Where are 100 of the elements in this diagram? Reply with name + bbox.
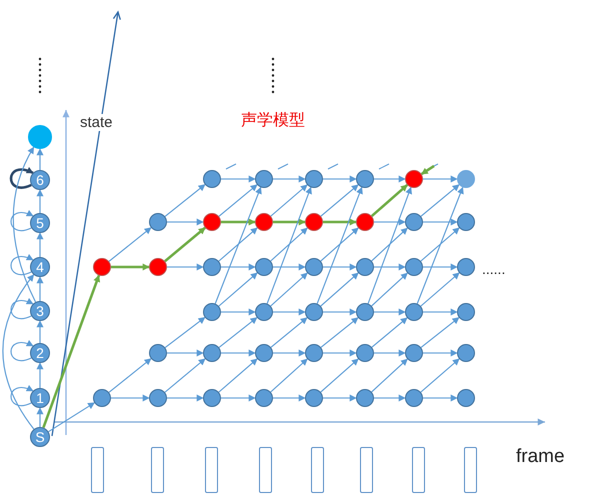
arrow	[270, 272, 308, 306]
arrow	[273, 350, 306, 356]
arrow	[323, 264, 357, 270]
arrow	[420, 164, 435, 176]
arrow	[221, 218, 256, 226]
arrow	[10, 167, 34, 189]
arrow	[320, 184, 359, 217]
arrow	[218, 358, 258, 393]
arrow	[108, 227, 152, 262]
arrow	[423, 218, 458, 226]
arrow	[323, 176, 357, 182]
state-circle	[149, 258, 167, 276]
state-circle	[405, 303, 423, 321]
arrow	[167, 394, 204, 402]
arrow	[10, 254, 34, 276]
arrow	[368, 186, 412, 304]
state-circle	[405, 170, 423, 188]
state-circle	[255, 344, 273, 362]
arrow	[320, 228, 359, 262]
state-circle	[356, 258, 374, 276]
arrow	[36, 362, 44, 388]
arrow	[164, 317, 206, 348]
arrow	[36, 189, 44, 213]
arrow	[270, 358, 308, 392]
state-circle	[305, 303, 323, 321]
arrow	[270, 184, 308, 217]
arrow	[423, 264, 458, 270]
state-circle	[305, 213, 323, 231]
arrow	[273, 264, 306, 270]
arrow	[374, 394, 406, 402]
state-circle	[203, 258, 221, 276]
arrow	[221, 176, 256, 182]
arrow	[420, 358, 460, 393]
arrow	[420, 272, 460, 307]
frame-box	[90, 447, 104, 493]
arrow	[167, 218, 204, 226]
arrow	[221, 394, 256, 402]
arrow	[273, 394, 306, 402]
state-circle	[305, 389, 323, 407]
arrow	[420, 227, 460, 262]
frame-box	[464, 447, 476, 493]
arrow	[416, 186, 464, 304]
state-circle: S	[30, 427, 50, 447]
arrow	[374, 308, 406, 316]
arrow	[320, 272, 359, 306]
arrow	[323, 350, 357, 356]
arrow	[323, 308, 357, 316]
arrow	[218, 184, 258, 217]
arrow	[374, 264, 406, 270]
arrow	[48, 402, 95, 432]
state-circle	[255, 258, 273, 276]
axis-label: state	[78, 114, 115, 131]
arrow	[36, 276, 44, 301]
arrow	[423, 350, 458, 356]
arrow	[214, 186, 262, 304]
arrow	[372, 317, 408, 348]
arrow	[167, 264, 204, 270]
model-title: 声学模型	[241, 113, 305, 129]
state-circle	[255, 389, 273, 407]
state-circle	[356, 170, 374, 188]
state-circle	[255, 303, 273, 321]
arrow	[420, 317, 460, 348]
arrow	[218, 272, 258, 307]
state-circle	[405, 258, 423, 276]
arrow	[218, 227, 258, 262]
state-circle	[203, 389, 221, 407]
arrow	[370, 184, 408, 218]
state-circle	[356, 389, 374, 407]
arrow	[423, 176, 458, 182]
state-circle	[457, 170, 475, 188]
state-circle	[149, 344, 167, 362]
state-circle	[255, 170, 273, 188]
state-circle	[457, 389, 475, 407]
state-circle	[203, 303, 221, 321]
arrow	[273, 176, 306, 182]
arrow	[273, 218, 306, 226]
arrow	[36, 232, 44, 257]
arrow	[111, 264, 150, 270]
arrow	[371, 272, 408, 306]
state-circle: 1	[30, 388, 50, 408]
state-circle	[305, 170, 323, 188]
frame-box	[258, 447, 272, 493]
ellipsis-text: ......	[482, 262, 506, 276]
arrow	[270, 228, 308, 262]
state-circle	[203, 344, 221, 362]
arrow	[270, 317, 308, 348]
arrow	[374, 218, 406, 226]
state-circle	[405, 213, 423, 231]
state-circle	[457, 344, 475, 362]
arrow	[221, 350, 256, 356]
state-circle: 5	[30, 213, 50, 233]
state-circle	[405, 344, 423, 362]
state-circle	[203, 213, 221, 231]
state-circle	[356, 344, 374, 362]
arrow	[323, 394, 357, 402]
arrow	[320, 358, 359, 392]
arrow	[42, 274, 100, 428]
axis-label: frame	[516, 447, 565, 466]
state-circle	[457, 213, 475, 231]
state-circle	[356, 303, 374, 321]
